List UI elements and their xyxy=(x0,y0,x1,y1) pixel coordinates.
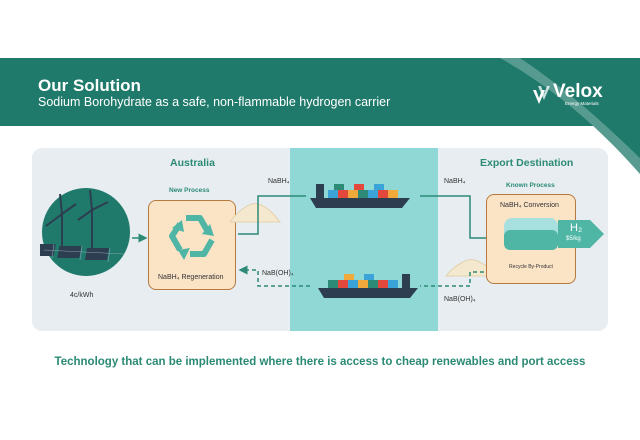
nabh4-powder-icon xyxy=(229,203,282,223)
new-process-caption: NaBH₄ Regeneration xyxy=(158,274,224,281)
hydrogen-label: H₂ xyxy=(570,222,583,234)
energy-cost-label: 4c/kWh xyxy=(70,292,94,299)
reactor-tank-icon xyxy=(504,218,604,250)
outbound-left-label: NaBH₄ xyxy=(268,178,290,185)
outbound-right-label: NaBH₄ xyxy=(444,178,466,185)
return-right-label: NaB(OH)₄ xyxy=(444,296,476,303)
header-curve xyxy=(500,58,640,175)
hydrogen-price: $5/kg xyxy=(566,236,581,242)
renewables-icon xyxy=(40,188,130,276)
new-process-label: New Process xyxy=(169,187,210,194)
page-title: Our Solution xyxy=(38,76,141,95)
cargo-ship-return-icon xyxy=(318,274,418,298)
destination-label: Export Destination xyxy=(480,157,574,169)
logo-name: Velox xyxy=(553,81,603,102)
known-process-caption: NaBH₄ Conversion xyxy=(500,202,559,209)
page-subtitle: Sodium Borohydrate as a safe, non-flamma… xyxy=(38,95,391,109)
logo-tagline: Energy Materials xyxy=(565,101,599,106)
return-left-label: NaB(OH)₄ xyxy=(262,270,294,277)
ocean-band xyxy=(290,148,438,331)
origin-label: Australia xyxy=(170,157,215,169)
velox-logo-icon xyxy=(533,86,550,104)
recycle-icon xyxy=(169,215,215,260)
byproduct-label: Recycle By-Product xyxy=(509,264,553,270)
known-process-label: Known Process xyxy=(506,182,555,189)
cargo-ship-outbound-icon xyxy=(310,184,410,208)
footer-tagline: Technology that can be implemented where… xyxy=(54,356,586,368)
